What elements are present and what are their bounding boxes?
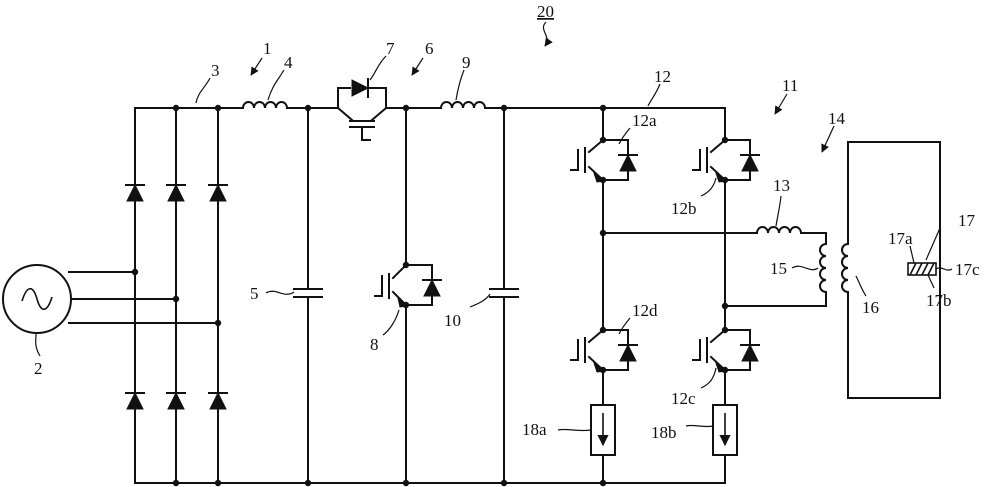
dc-rails [134, 104, 726, 487]
label-dc-line: 3 [211, 61, 220, 80]
label-capacitor-10: 10 [444, 311, 461, 330]
label-system: 20 [537, 2, 554, 21]
load-loop [841, 141, 941, 399]
inverter-leg-left [570, 107, 638, 484]
label-reactor-4: 4 [284, 53, 293, 72]
label-ac-source: 2 [34, 359, 43, 378]
label-primary-coil: 15 [770, 259, 787, 278]
label-inverter: 11 [782, 76, 798, 95]
label-arm-12a: 12a [632, 111, 657, 130]
label-secondary-coil: 16 [862, 298, 879, 317]
diode-upper-2 [167, 183, 185, 202]
label-chopper: 6 [425, 39, 434, 58]
reactor-9 [439, 101, 487, 110]
diode-lower-2 [167, 391, 185, 410]
label-reactor-9: 9 [462, 53, 471, 72]
label-arm-12d: 12d [632, 301, 658, 320]
label-rectifier: 1 [263, 39, 272, 58]
label-bridge: 12 [654, 67, 671, 86]
label-workpiece-17b: 17b [926, 291, 952, 310]
label-arm-12c: 12c [671, 389, 696, 408]
label-workpiece: 17 [958, 211, 976, 230]
label-workpiece-17c: 17c [955, 260, 980, 279]
ac-source [2, 264, 222, 334]
output-circuit [602, 226, 828, 307]
label-arm-12b: 12b [671, 199, 697, 218]
chopper-switch-8 [374, 107, 442, 484]
inverter-leg-right [692, 107, 760, 484]
chopper-switch-7 [336, 78, 388, 141]
reactor-4 [241, 101, 289, 110]
label-sensor-18a: 18a [522, 420, 547, 439]
diode-upper-1 [126, 183, 144, 202]
capacitor-10 [489, 107, 519, 484]
label-reactor-13: 13 [773, 176, 790, 195]
reference-labels: 20 1 2 3 4 5 6 7 8 9 10 11 12 12a 12b 12… [34, 2, 980, 442]
rectifier-bridge [125, 107, 228, 484]
label-sensor-18b: 18b [651, 423, 677, 442]
label-workpiece-17a: 17a [888, 229, 913, 248]
label-capacitor-5: 5 [250, 284, 259, 303]
label-load: 14 [828, 109, 846, 128]
diode-upper-3 [209, 183, 227, 202]
reactor-13 [755, 226, 803, 235]
diode-lower-1 [126, 391, 144, 410]
secondary-coil-16 [841, 242, 850, 294]
diode-lower-3 [209, 391, 227, 410]
capacitor-5 [293, 107, 323, 484]
label-switch-8: 8 [370, 335, 379, 354]
leader-lines [35, 21, 953, 432]
label-switch-7: 7 [386, 39, 395, 58]
primary-coil-15 [819, 242, 828, 294]
